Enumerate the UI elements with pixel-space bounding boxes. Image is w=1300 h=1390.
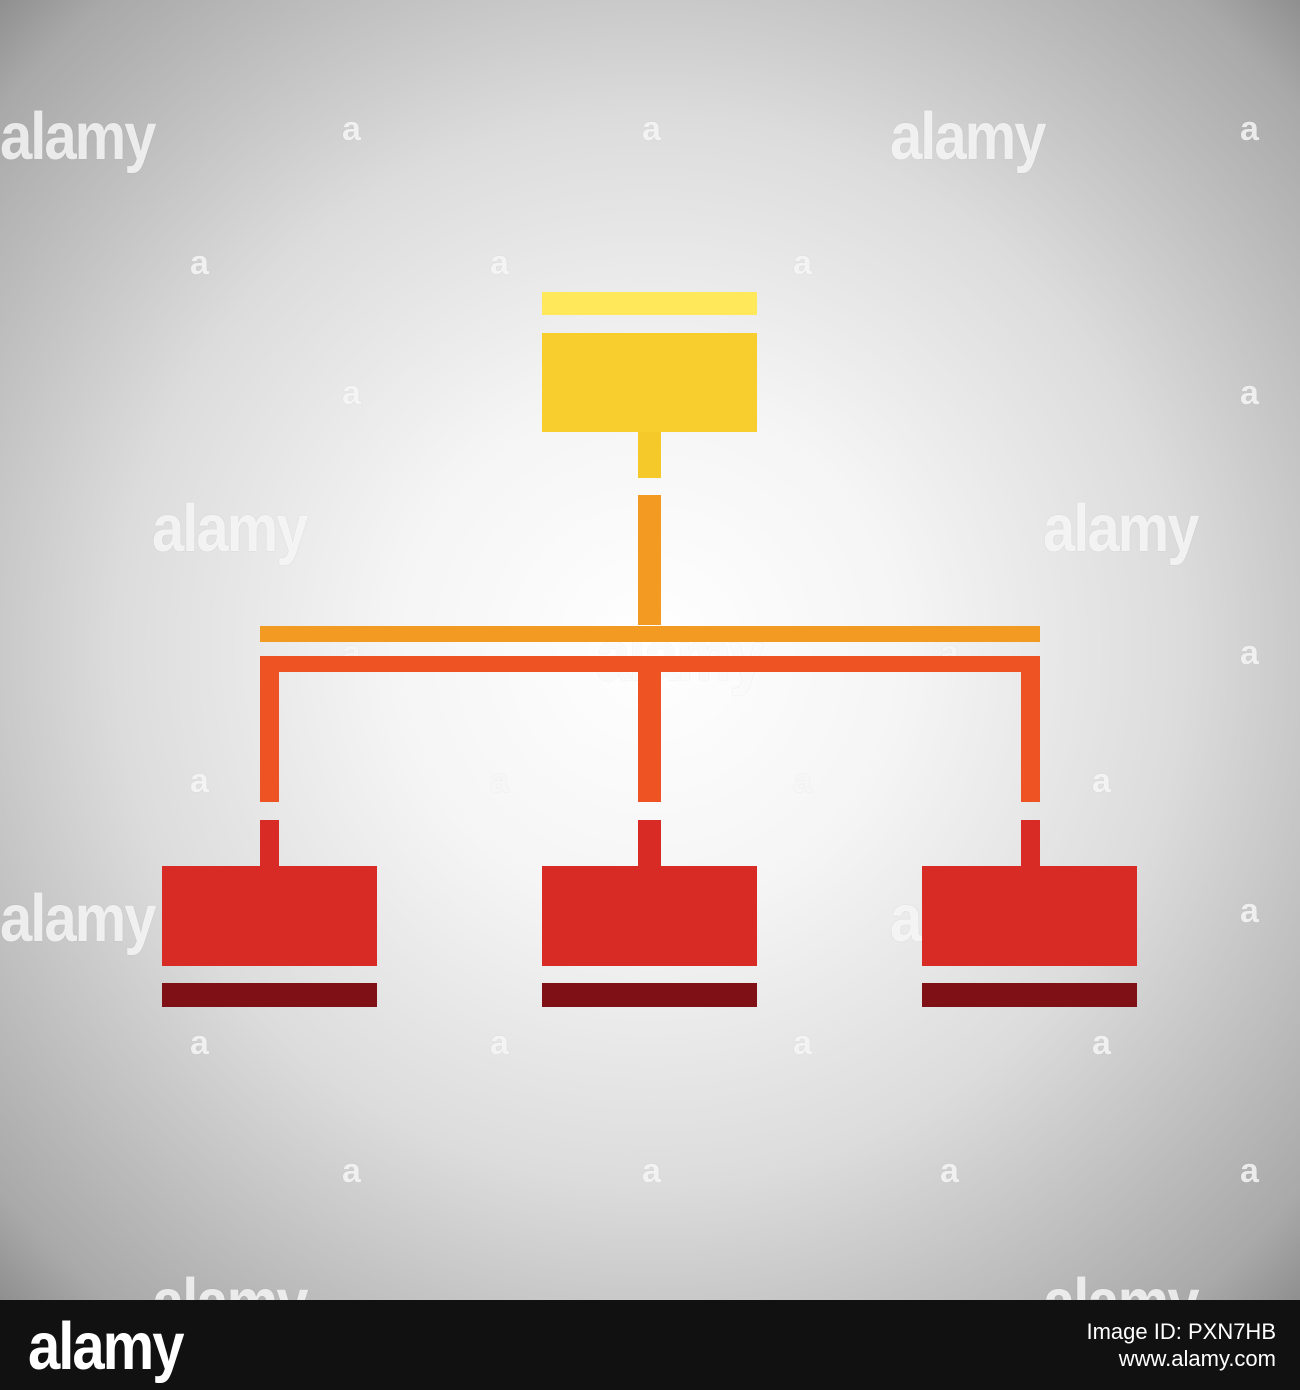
- hierarchy-diagram: [162, 292, 1137, 1007]
- left-child-stem: [260, 820, 279, 866]
- right-child-bar: [922, 983, 1137, 1007]
- image-id-label: Image ID: PXN7HB: [1086, 1319, 1276, 1344]
- right-child-stem: [1021, 820, 1040, 866]
- center-child-box: [542, 866, 757, 966]
- gradient-canvas: alamyalamyalamyalamyalamyalamyalamyalamy…: [0, 0, 1300, 1300]
- center-vertical-connector: [638, 656, 661, 802]
- center-child-stem: [638, 820, 661, 866]
- left-child-bar: [162, 983, 377, 1007]
- top-node-box: [542, 333, 757, 432]
- footer-bar: alamy Image ID: PXN7HB www.alamy.com: [0, 1300, 1300, 1390]
- horizontal-connector-upper: [260, 626, 1040, 642]
- left-child-box: [162, 866, 377, 966]
- center-child-bar: [542, 983, 757, 1007]
- top-node-stem: [638, 432, 661, 478]
- main-stem: [638, 495, 661, 625]
- hierarchy-nodes: [162, 292, 1137, 1007]
- right-vertical-connector: [1021, 656, 1040, 802]
- top-node-bar: [542, 292, 757, 315]
- footer-logo: alamy: [28, 1309, 184, 1385]
- right-child-box: [922, 866, 1137, 966]
- connector-lines: [260, 432, 1040, 866]
- site-url: www.alamy.com: [1118, 1346, 1276, 1371]
- footer-meta: Image ID: PXN7HB www.alamy.com: [1086, 1318, 1276, 1372]
- left-vertical-connector: [260, 656, 279, 802]
